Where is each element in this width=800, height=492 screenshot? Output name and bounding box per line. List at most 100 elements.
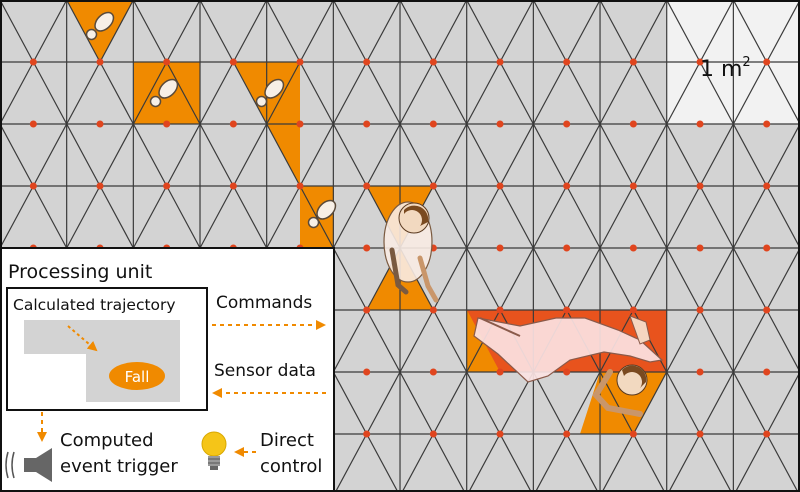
grid-line xyxy=(766,0,800,63)
grid-line xyxy=(99,123,134,187)
grid-line xyxy=(766,309,800,373)
sensor-node xyxy=(696,58,704,66)
grid-line xyxy=(532,123,568,187)
sensor-node xyxy=(629,430,637,438)
grid-line xyxy=(32,185,68,249)
grid-line xyxy=(466,0,501,63)
grid-line xyxy=(466,61,501,125)
grid-line xyxy=(699,123,734,187)
sensor-node xyxy=(229,120,237,128)
grid-line xyxy=(399,309,434,373)
grid-line xyxy=(766,371,800,435)
grid-line xyxy=(266,61,301,125)
sensor-node xyxy=(563,368,571,376)
person-arm xyxy=(417,255,439,303)
fallen-arm xyxy=(592,369,643,417)
grid-line xyxy=(632,247,668,311)
grid-line xyxy=(566,185,601,249)
grid-line xyxy=(166,123,201,187)
sensor-node xyxy=(163,120,171,128)
grid-line xyxy=(432,309,468,373)
grid-line xyxy=(499,0,534,63)
grid-line xyxy=(366,371,401,435)
person-arm xyxy=(389,247,409,295)
grid-line xyxy=(232,185,268,249)
person-hair xyxy=(404,205,429,226)
grid-line xyxy=(666,309,701,373)
grid-line xyxy=(632,185,668,249)
grid-line xyxy=(332,0,368,63)
grid-line xyxy=(432,0,468,63)
grid-line xyxy=(666,0,701,63)
grid-line xyxy=(199,123,234,187)
grid-line xyxy=(199,0,234,63)
grid-line xyxy=(432,371,468,435)
grid-line xyxy=(432,247,468,311)
grid-line xyxy=(499,61,534,125)
sensor-node xyxy=(429,120,437,128)
sensor-node xyxy=(496,306,504,314)
grid-line xyxy=(32,0,68,63)
grid-line xyxy=(466,247,501,311)
sensor-node xyxy=(696,306,704,314)
grid-line xyxy=(732,371,768,435)
sensor-node xyxy=(496,58,504,66)
grid-line xyxy=(334,433,368,492)
grid-line xyxy=(766,61,800,125)
grid-line xyxy=(599,0,634,63)
sensor-node xyxy=(363,368,371,376)
sensor-node xyxy=(29,120,37,128)
grid-line xyxy=(132,185,168,249)
sensor-node xyxy=(563,244,571,252)
trajectory-label: Calculated trajectory xyxy=(13,296,176,314)
sensor-node xyxy=(763,182,771,190)
grid-line xyxy=(166,185,201,249)
grid-line xyxy=(732,61,768,125)
sensor-node xyxy=(429,58,437,66)
grid-line xyxy=(499,123,534,187)
grid-line xyxy=(299,0,334,63)
grid-line xyxy=(566,61,601,125)
grid-line xyxy=(66,185,101,249)
grid-line xyxy=(599,123,634,187)
footprint xyxy=(85,11,115,41)
grid-line xyxy=(32,61,68,125)
sensor-node xyxy=(629,58,637,66)
grid-line xyxy=(699,371,734,435)
grid-line xyxy=(366,0,401,63)
grid-line xyxy=(666,247,701,311)
fall-label: Fall xyxy=(125,368,150,386)
sensor-node xyxy=(563,430,571,438)
grid-line xyxy=(366,123,401,187)
grid-line xyxy=(532,0,568,63)
grid-line xyxy=(666,123,701,187)
sensor-node xyxy=(29,58,37,66)
grid-line xyxy=(66,0,101,63)
sensor-data-label: Sensor data xyxy=(214,361,316,381)
sensor-node xyxy=(629,182,637,190)
sensor-node xyxy=(629,244,637,252)
grid-line xyxy=(766,123,800,187)
grid-line xyxy=(0,123,34,187)
grid-line xyxy=(466,123,501,187)
footprints xyxy=(85,11,337,229)
sensor-node xyxy=(429,306,437,314)
grid-line xyxy=(732,247,768,311)
grid-line xyxy=(699,185,734,249)
sensor-node xyxy=(763,58,771,66)
grid-line xyxy=(699,433,732,492)
grid-line xyxy=(566,0,601,63)
grid-line xyxy=(399,123,434,187)
area-label: 1 m2 xyxy=(700,55,751,82)
grid-line xyxy=(266,0,301,63)
trajectory-arrow xyxy=(67,325,98,352)
grid-line xyxy=(199,61,234,125)
grid-line xyxy=(399,61,434,125)
sensor-node xyxy=(563,306,571,314)
grid-line xyxy=(666,185,701,249)
grid-line xyxy=(332,247,368,311)
footprint xyxy=(149,78,179,108)
fallen-foot xyxy=(629,315,651,345)
grid-line xyxy=(66,123,101,187)
